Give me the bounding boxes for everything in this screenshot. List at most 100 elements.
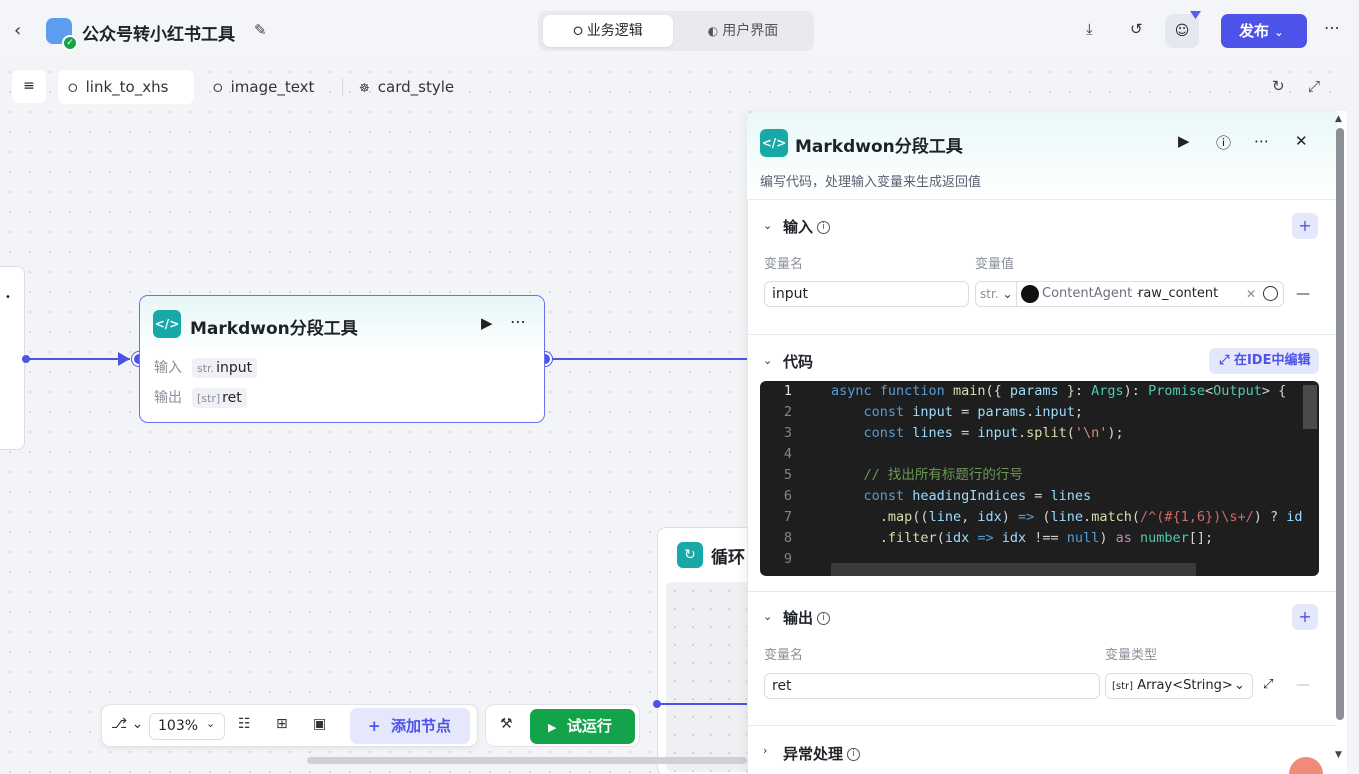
input-value: input [216, 360, 253, 376]
code-line: 7 .map((line, idx) => (line.match(/^(#{1… [760, 507, 1319, 528]
edge-out [552, 358, 748, 360]
input-type-select[interactable]: str. ⌄ [975, 281, 1017, 307]
chevron-right-icon[interactable]: › [763, 744, 768, 757]
tab-label: 业务逻辑 [586, 23, 643, 39]
tab-image-text[interactable]: ⭘image_text [203, 70, 333, 104]
edge-in [26, 358, 130, 360]
plus-icon: + [1298, 216, 1312, 235]
info-icon[interactable]: i [817, 221, 831, 234]
publish-button[interactable]: 发布 ⌄ [1221, 14, 1307, 48]
published-check-icon: ✓ [62, 35, 78, 51]
badge-icon [1190, 11, 1201, 19]
minimap-icon[interactable]: ▣ [313, 716, 327, 732]
more-icon[interactable]: ⋯ [1254, 132, 1269, 150]
type-tag: [str] [197, 392, 221, 405]
output-var-name-field[interactable]: ret [764, 673, 1100, 699]
edit-icon[interactable]: ✎ [254, 21, 267, 39]
node-output-row: 输出[str]ret [154, 387, 247, 408]
code-scrollbar[interactable] [1303, 385, 1317, 429]
run-icon[interactable]: ▶ [1178, 132, 1190, 150]
info-icon[interactable]: i [847, 748, 861, 761]
workflow-icon: ⭘ [573, 24, 583, 38]
chevron-down-icon: ⌄ [1234, 678, 1245, 693]
expand-icon[interactable]: ⤢ [1308, 77, 1321, 95]
tab-link-to-xhs[interactable]: ⭘link_to_xhs [58, 70, 194, 104]
loop-icon: ↻ [677, 542, 703, 568]
loop-title: 循环 [711, 548, 745, 568]
database-icon: ☸ [359, 81, 370, 95]
port-out-prev[interactable] [22, 355, 30, 363]
col-var-name: 变量名 [764, 648, 804, 663]
zoom-select[interactable]: 103% [149, 713, 225, 740]
output-type-select[interactable]: [str] Array<String>⌄ [1105, 673, 1253, 699]
mouse-icon[interactable]: ⎇ ⌄ [111, 716, 144, 732]
wrench-icon[interactable]: ⚒ [500, 716, 513, 732]
trial-run-label: 试运行 [566, 717, 612, 735]
collaborators-button[interactable]: ☺ [1165, 14, 1199, 48]
chevron-down-icon[interactable]: ⌄ [763, 610, 773, 623]
grid-icon[interactable]: ⊞ [276, 716, 288, 732]
code-horizontal-scrollbar[interactable] [831, 563, 1196, 576]
input-chip: str.input [192, 358, 258, 378]
help-icon[interactable]: ⓘ [1216, 134, 1232, 152]
tab-business-logic[interactable]: ⭘业务逻辑 [543, 15, 673, 47]
more-icon[interactable]: ⋯ [1324, 18, 1340, 37]
add-node-button[interactable]: + 添加节点 [350, 708, 470, 744]
line-number: 4 [783, 446, 793, 462]
code-line: 5 // 找出所有标题行的行号 [760, 465, 1319, 486]
scroll-up-icon[interactable]: ▲ [1335, 114, 1342, 124]
input-var-name-field[interactable]: input [764, 281, 969, 307]
add-output-button[interactable]: + [1292, 604, 1318, 630]
users-icon: ☺ [1174, 23, 1190, 39]
markdown-split-node[interactable]: </> Markdwon分段工具 ▶ ⋯ 输入 str.input 输出[str]… [139, 295, 545, 423]
input-reference-field[interactable]: ContentAgent - raw_content ✕ [1016, 281, 1284, 307]
publish-label: 发布 [1239, 22, 1270, 40]
ref-agent: ContentAgent - [1042, 286, 1142, 301]
sidebar-toggle-button[interactable]: ≡ [12, 70, 46, 103]
history-icon[interactable]: ↺ [1130, 20, 1143, 38]
code-line: 8 .filter(idx => idx !== null) as number… [760, 528, 1319, 549]
edge-loop [660, 703, 748, 705]
chevron-down-icon[interactable]: ⌄ [763, 219, 773, 232]
close-icon[interactable]: ✕ [1295, 132, 1308, 150]
remove-input-icon[interactable]: — [1296, 286, 1310, 302]
tab-user-interface[interactable]: ◐用户界面 [678, 15, 808, 47]
horizontal-scrollbar[interactable] [307, 757, 747, 764]
chevron-down-icon[interactable]: ⌄ [763, 354, 773, 367]
target-icon[interactable] [1263, 286, 1278, 301]
scroll-down-icon[interactable]: ▼ [1335, 750, 1342, 760]
assistant-avatar[interactable] [1289, 757, 1323, 774]
divider [747, 334, 1337, 335]
node-header: </> Markdwon分段工具 ▶ ⋯ [140, 296, 544, 352]
refresh-icon[interactable]: ↻ [1272, 77, 1285, 95]
divider [747, 199, 1337, 200]
edit-in-ide-button[interactable]: ⤢ 在IDE中编辑 [1209, 348, 1319, 374]
back-icon[interactable]: ‹ [14, 20, 22, 41]
line-number: 3 [783, 425, 793, 441]
comment-icon[interactable]: ☷ [238, 716, 251, 732]
panel-scrollbar[interactable] [1336, 128, 1344, 720]
previous-node[interactable] [0, 266, 25, 450]
arrow-head [118, 352, 130, 366]
line-number: 7 [783, 509, 793, 525]
workflow-icon: ⭘ [213, 81, 223, 95]
expand-icon[interactable]: ⤢ [1263, 677, 1274, 692]
line-number: 1 [783, 383, 793, 399]
section-label: 异常处理 [783, 745, 844, 763]
import-icon[interactable]: ⤓ [1086, 20, 1093, 38]
run-icon[interactable]: ▶ [481, 314, 493, 332]
port-loop[interactable] [653, 700, 661, 708]
input-label: 输入 [154, 360, 182, 376]
more-icon[interactable]: ⋯ [510, 312, 526, 331]
info-icon[interactable]: i [817, 612, 831, 625]
add-input-button[interactable]: + [1292, 213, 1318, 239]
clear-icon[interactable]: ✕ [1246, 287, 1257, 301]
trial-run-button[interactable]: ▶ 试运行 [530, 709, 635, 744]
tab-card-style[interactable]: ☸card_style [349, 70, 469, 104]
remove-output-icon[interactable]: — [1296, 677, 1310, 693]
code-line: 4 [760, 444, 1319, 465]
